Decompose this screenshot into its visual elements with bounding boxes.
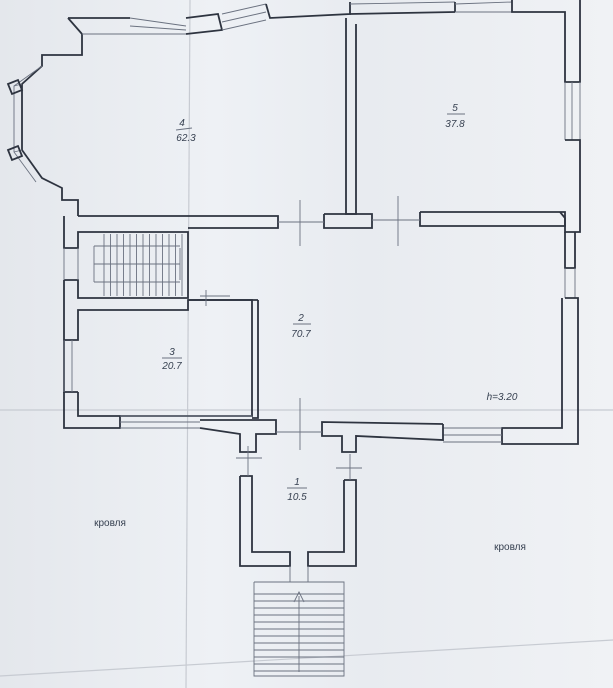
room-2-number: 2: [297, 313, 304, 324]
wall: [321, 421, 444, 453]
wall: [185, 13, 224, 35]
entrance-stairs: [253, 566, 345, 677]
door-mark: [278, 196, 420, 246]
room-3-walls: [63, 280, 259, 429]
stairwell: [63, 216, 189, 299]
wall-line: [349, 1, 456, 5]
partition-wall: [345, 18, 357, 215]
partition-wall: [419, 211, 566, 227]
vestibule-walls: [199, 398, 362, 567]
partition-wall: [323, 213, 373, 229]
paper-fold-line: [0, 639, 613, 677]
wall: [559, 139, 581, 233]
room-3-area: 20.7: [161, 361, 182, 372]
window: [120, 415, 252, 429]
window: [129, 17, 187, 35]
wall: [349, 11, 456, 15]
room-label-2: 2 70.7: [291, 313, 311, 340]
window: [454, 1, 513, 13]
window: [564, 82, 581, 140]
roof-label-right: кровля: [494, 542, 526, 553]
ceiling-height-label: h=3.20: [487, 392, 518, 403]
room-label-1: 1 10.5: [287, 477, 307, 503]
window: [564, 268, 576, 298]
room-1-number: 1: [294, 477, 300, 488]
window: [221, 3, 267, 31]
room-3-number: 3: [169, 347, 175, 358]
roof-label-left: кровля: [94, 518, 126, 529]
wall: [564, 232, 576, 269]
room-5-area: 37.8: [445, 119, 465, 130]
room-label-5: 5 37.8: [445, 103, 465, 130]
room-label-3: 3 20.7: [161, 347, 182, 372]
window: [443, 427, 502, 443]
wall: [501, 297, 579, 445]
wall: [265, 2, 351, 19]
room-4-number: 4: [179, 118, 185, 129]
room-label-4: 4 62.3: [175, 118, 196, 144]
room-2-area: 70.7: [291, 329, 311, 340]
room-5-number: 5: [452, 103, 458, 114]
paper-fold-line: [185, 0, 191, 688]
wall: [511, 0, 581, 83]
partition-wall: [78, 215, 279, 229]
room-4-area: 62.3: [176, 133, 196, 144]
room-1-area: 10.5: [287, 492, 307, 503]
bay-window: [6, 17, 130, 216]
